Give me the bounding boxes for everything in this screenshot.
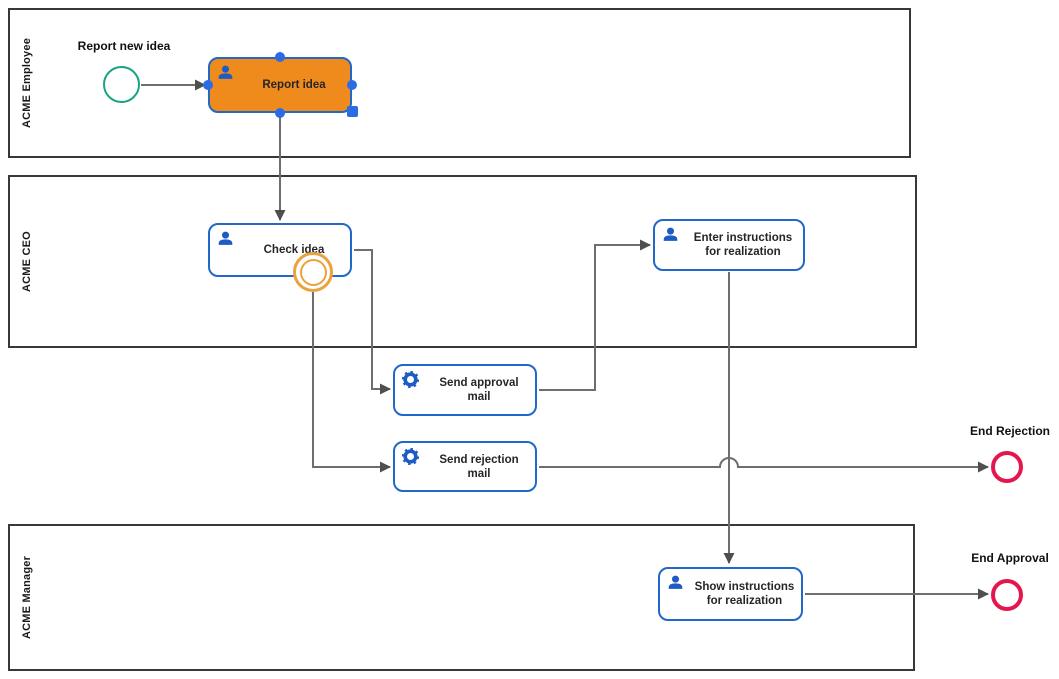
user-icon (668, 575, 683, 589)
selection-handle-left[interactable] (203, 80, 213, 90)
task-enter-instructions[interactable]: Enter instructions for realization (653, 219, 805, 271)
flow-boundary-to-send-rejection[interactable] (312, 292, 391, 473)
selection-handle-right[interactable] (347, 80, 357, 90)
task-label: Show instructions for realization (694, 581, 795, 607)
user-icon (218, 65, 233, 79)
task-show-instructions[interactable]: Show instructions for realization (658, 567, 803, 621)
selection-handle-top[interactable] (275, 52, 285, 62)
task-label: Report idea (262, 79, 326, 91)
task-report-idea[interactable]: Report idea (208, 57, 352, 113)
task-send-rejection-mail[interactable]: Send rejection mail (393, 441, 537, 492)
end-approval-label: End Approval (971, 551, 1049, 565)
start-event-label: Report new idea (77, 39, 171, 53)
user-icon (663, 227, 678, 241)
task-label: Send approval mail (439, 377, 519, 403)
gear-icon (402, 448, 419, 465)
end-rejection-label: End Rejection (969, 424, 1050, 438)
start-event[interactable] (103, 66, 140, 103)
user-icon (218, 231, 233, 245)
task-send-approval-mail[interactable]: Send approval mail (393, 364, 537, 416)
end-event-rejection[interactable] (991, 451, 1023, 483)
flow-check-idea-to-send-approval[interactable] (354, 249, 391, 395)
lane-acme-employee[interactable] (8, 8, 911, 158)
task-label: Enter instructions for realization (693, 232, 793, 258)
flow-send-rejection-to-end-rejection[interactable] (539, 457, 989, 473)
selection-handle-bottom[interactable] (275, 108, 285, 118)
boundary-event[interactable] (293, 252, 333, 292)
gear-icon (402, 371, 419, 388)
task-label: Send rejection mail (439, 453, 519, 480)
selection-resize-handle[interactable] (347, 106, 358, 117)
boundary-event-inner-ring (299, 258, 327, 286)
flow-send-approval-to-enter-instructions[interactable] (539, 239, 651, 391)
end-event-approval[interactable] (991, 579, 1023, 611)
